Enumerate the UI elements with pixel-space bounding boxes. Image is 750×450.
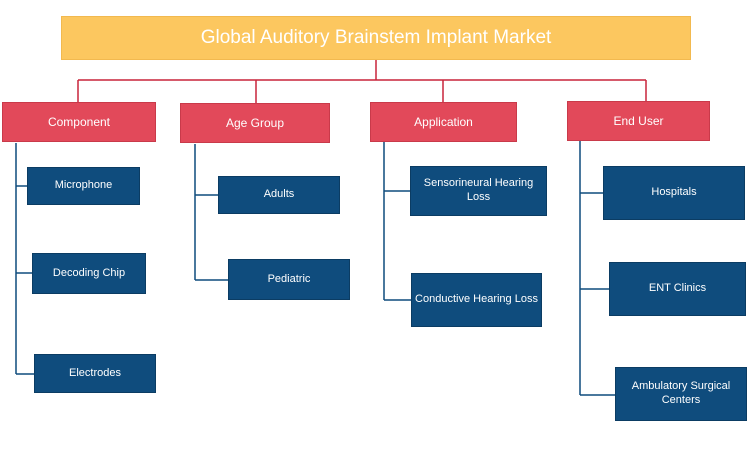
leaf-microphone: Microphone xyxy=(27,167,140,205)
category-age-group: Age Group xyxy=(180,103,330,143)
leaf-sensorineural-hearing-loss: Sensorineural Hearing Loss xyxy=(410,166,547,216)
leaf-electrodes: Electrodes xyxy=(34,354,156,393)
leaf-decoding-chip: Decoding Chip xyxy=(32,253,146,294)
diagram-title: Global Auditory Brainstem Implant Market xyxy=(61,16,691,60)
leaf-conductive-hearing-loss: Conductive Hearing Loss xyxy=(411,273,542,327)
leaf-adults: Adults xyxy=(218,176,340,214)
category-application: Application xyxy=(370,102,517,142)
leaf-ambulatory-surgical-centers: Ambulatory Surgical Centers xyxy=(615,367,747,421)
leaf-pediatric: Pediatric xyxy=(228,259,350,300)
category-end-user: End User xyxy=(567,101,710,141)
leaf-ent-clinics: ENT Clinics xyxy=(609,262,746,316)
leaf-hospitals: Hospitals xyxy=(603,166,745,220)
category-component: Component xyxy=(2,102,156,142)
